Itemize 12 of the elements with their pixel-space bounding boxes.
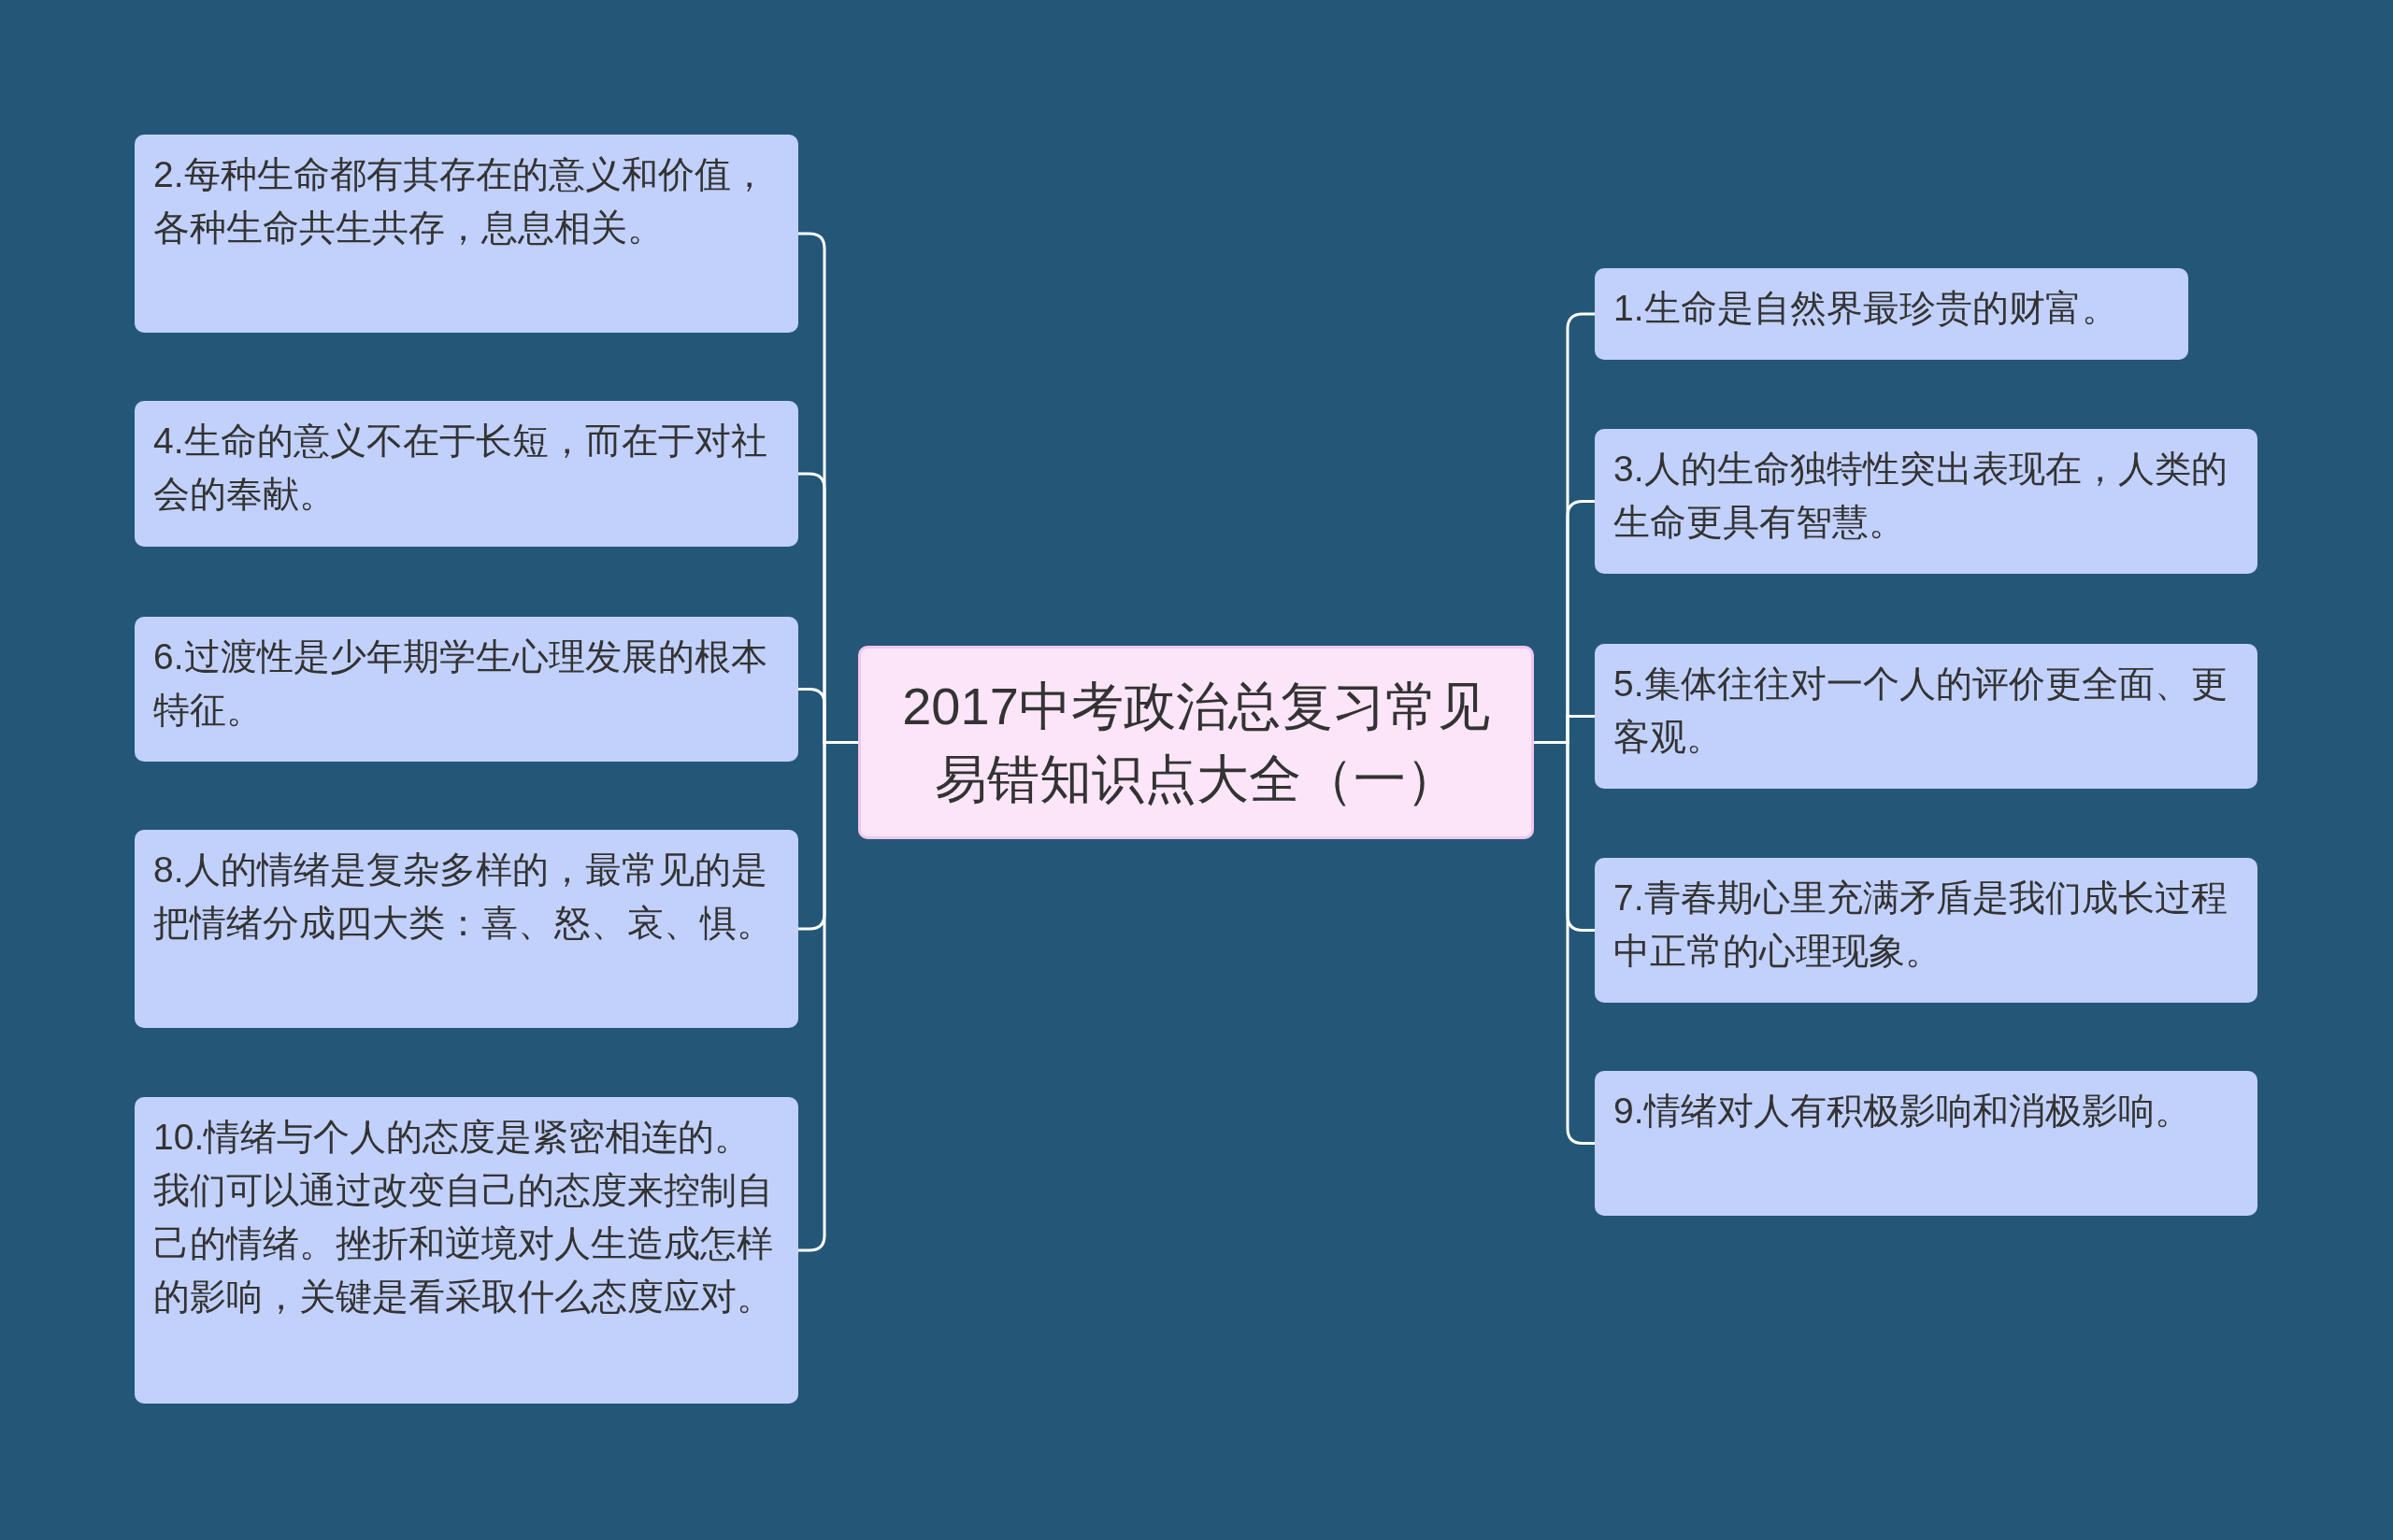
point-box: 2.每种生命都有其存在的意义和价值，各种生命共生共存，息息相关。 [135, 135, 798, 333]
point-box: 5.集体往往对一个人的评价更全面、更客观。 [1595, 644, 2257, 789]
topic-box: 2017中考政治总复习常见易错知识点大全（一） [858, 646, 1534, 839]
point-box: 3.人的生命独特性突出表现在，人类的生命更具有智慧。 [1595, 429, 2257, 574]
point-box: 6.过渡性是少年期学生心理发展的根本特征。 [135, 617, 798, 762]
point-box: 10.情绪与个人的态度是紧密相连的。我们可以通过改变自己的态度来控制自己的情绪。挫折和逆境对人生造成怎样的影响，关键是看采取什么态度应对。 [135, 1097, 798, 1404]
point-box: 9.情绪对人有积极影响和消极影响。 [1595, 1071, 2257, 1216]
point-box: 7.青春期心里充满矛盾是我们成长过程中正常的心理现象。 [1595, 858, 2257, 1003]
connector-line [1534, 741, 1595, 1145]
point-box: 1.生命是自然界最珍贵的财富。 [1595, 268, 2188, 360]
point-box: 8.人的情绪是复杂多样的，最常见的是把情绪分成四大类：喜、怒、哀、惧。 [135, 830, 798, 1028]
point-box: 4.生命的意义不在于长短，而在于对社会的奉献。 [135, 401, 798, 547]
